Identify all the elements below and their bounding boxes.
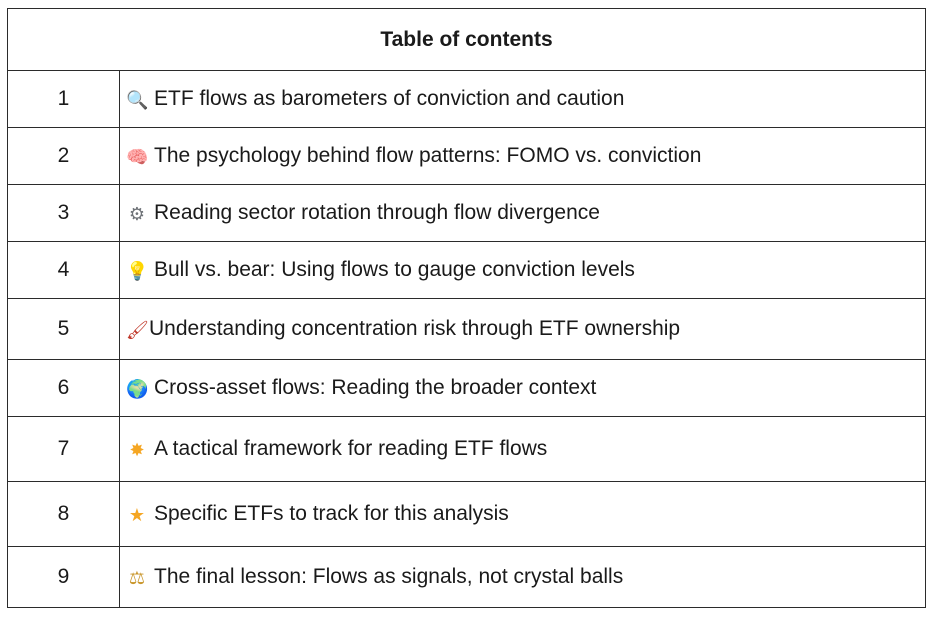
toc-row-title: The psychology behind flow patterns: FOM… [154, 144, 702, 167]
toc-row: 8 ★ Specific ETFs to track for this analys… [7, 481, 926, 547]
toc-row-title: Specific ETFs to track for this analysis [154, 502, 509, 525]
toc-row-number: 1 [7, 70, 120, 128]
toc-row-number: 9 [7, 546, 120, 608]
toc-header-row: Table of contents [7, 8, 926, 71]
globe-icon: 🌍 [126, 379, 149, 400]
toc-row-number: 2 [7, 127, 120, 185]
toc-row: 9 ⚖ The final lesson: Flows as signals, no… [7, 546, 926, 608]
magnifying-glass-icon: 🔍 [126, 90, 149, 111]
gear-icon: ⚙ [128, 204, 146, 225]
toc-row-entry: 💡Bull vs. bear: Using flows to gauge con… [119, 241, 926, 299]
toc-row: 7 ✸ A tactical framework for reading ETF f… [7, 416, 926, 482]
toc-row-title: A tactical framework for reading ETF flo… [154, 437, 548, 460]
toc-title: Table of contents [7, 8, 926, 71]
toc-row-title: The final lesson: Flows as signals, not … [154, 565, 624, 588]
toc-row-entry: 🖌Understanding concentration risk throug… [119, 298, 926, 360]
toc-row-number: 3 [7, 184, 120, 242]
paintbrush-icon: 🖌 [126, 320, 149, 341]
table-of-contents: Table of contents 1🔍ETF flows as baromet… [7, 8, 926, 608]
toc-row-title: Cross-asset flows: Reading the broader c… [154, 376, 597, 399]
star-icon: ★ [128, 505, 146, 526]
toc-row-entry: ⚖ The final lesson: Flows as signals, not… [119, 546, 926, 608]
toc-row-entry: ⚙ Reading sector rotation through flow di… [119, 184, 926, 242]
toc-body: 1🔍ETF flows as barometers of conviction … [7, 70, 926, 608]
toc-row: 4💡Bull vs. bear: Using flows to gauge co… [7, 241, 926, 299]
balance-scale-icon: ⚖ [128, 568, 146, 589]
toc-row-title: ETF flows as barometers of conviction an… [154, 87, 625, 110]
brain-icon: 🧠 [126, 147, 149, 168]
toc-row-number: 7 [7, 416, 120, 482]
lightbulb-icon: 💡 [126, 261, 149, 282]
toc-row-title: Understanding concentration risk through… [149, 317, 681, 340]
toc-row: 6🌍Cross-asset flows: Reading the broader… [7, 359, 926, 417]
toc-row-number: 4 [7, 241, 120, 299]
toc-row-entry: 🧠The psychology behind flow patterns: FO… [119, 127, 926, 185]
toc-row-title: Bull vs. bear: Using flows to gauge conv… [154, 258, 635, 281]
toc-row: 1🔍ETF flows as barometers of conviction … [7, 70, 926, 128]
toc-row: 5🖌Understanding concentration risk throu… [7, 298, 926, 360]
sparkle-sun-icon: ✸ [129, 440, 145, 461]
toc-row-entry: ✸ A tactical framework for reading ETF fl… [119, 416, 926, 482]
toc-row-entry: ★ Specific ETFs to track for this analysi… [119, 481, 926, 547]
toc-row-number: 5 [7, 298, 120, 360]
toc-row-number: 8 [7, 481, 120, 547]
toc-row-number: 6 [7, 359, 120, 417]
toc-row-entry: 🌍Cross-asset flows: Reading the broader … [119, 359, 926, 417]
toc-row: 3 ⚙ Reading sector rotation through flow d… [7, 184, 926, 242]
toc-row-entry: 🔍ETF flows as barometers of conviction a… [119, 70, 926, 128]
toc-row-title: Reading sector rotation through flow div… [154, 201, 600, 224]
toc-row: 2🧠The psychology behind flow patterns: F… [7, 127, 926, 185]
